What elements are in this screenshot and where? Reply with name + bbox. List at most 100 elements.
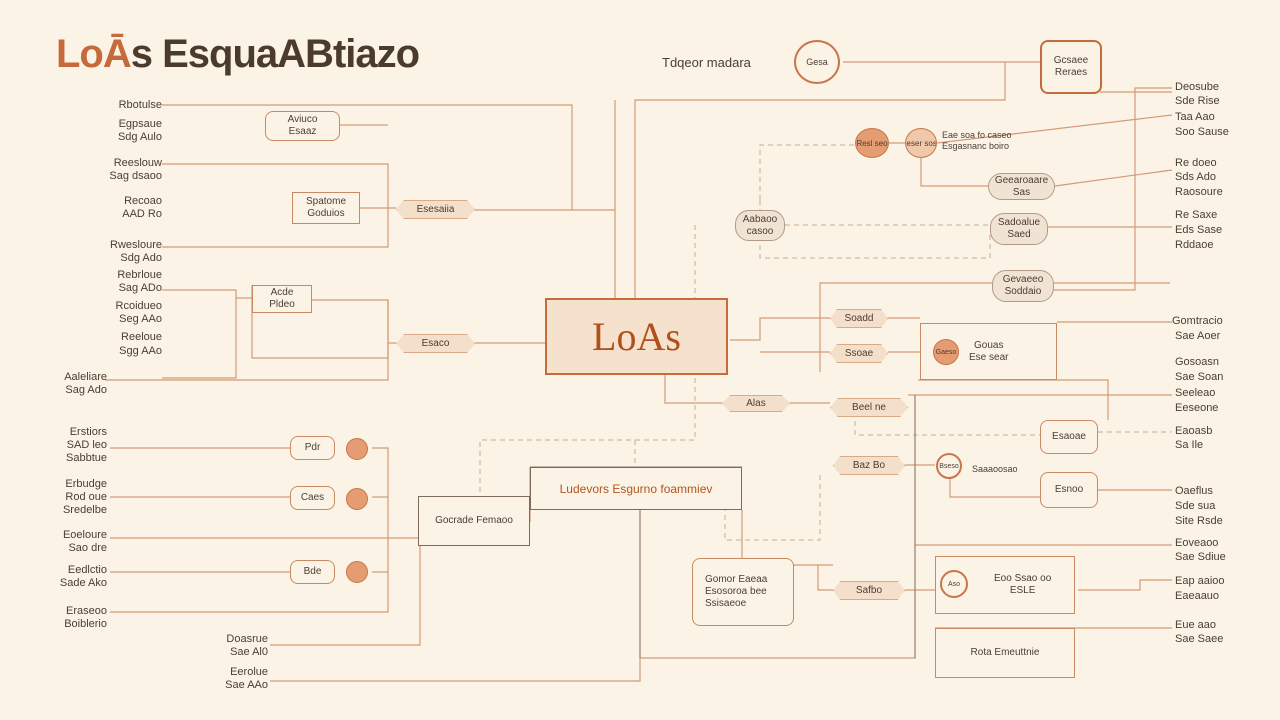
mid-tag-3[interactable]: Beel ne — [830, 398, 908, 417]
left-dot-2 — [346, 488, 368, 510]
right-label: Seeleao — [1175, 387, 1216, 399]
right-box-1[interactable]: Esaoae — [1040, 420, 1098, 454]
right-label: Sds Ado — [1175, 171, 1216, 183]
left-label: Sdg Ado — [120, 252, 162, 264]
title-part-2: s EsquaABtiazo — [130, 32, 420, 76]
right-label: Raosoure — [1175, 186, 1223, 198]
top-circle-a[interactable]: Resl seo — [855, 128, 889, 158]
right-label: Sae Aoer — [1175, 330, 1221, 342]
bottom-text-box[interactable]: Rota Emeuttnie — [935, 628, 1075, 678]
right-label: Soo Sause — [1175, 126, 1229, 138]
right-pill-3[interactable]: Gevaeeo Soddaio — [992, 270, 1054, 302]
left-label: Erbudge — [65, 478, 107, 490]
mid-tag-1[interactable]: Soadd — [830, 309, 888, 328]
left-label: Rebrloue — [117, 269, 162, 281]
left-label: Seg AAo — [119, 313, 162, 325]
right-label: Gomtracio — [1172, 315, 1223, 327]
left-label: Rod oue — [65, 491, 107, 503]
left-tag-1[interactable]: Esesaiia — [396, 200, 475, 219]
bottom-text: Rota Emeuttnie — [970, 647, 1040, 658]
right-label: Eds Sase — [1175, 224, 1223, 236]
left-label: Aaleliare — [64, 371, 107, 383]
right-label: Rddaoe — [1175, 239, 1214, 251]
central-node[interactable]: LoAs — [545, 298, 728, 375]
right-label: Eoveaoo — [1175, 537, 1219, 549]
right-label: Taa Aao — [1175, 111, 1215, 123]
right-label: Eap aaioo — [1175, 575, 1225, 587]
left-box-1[interactable]: Aviuco Esaaz — [265, 111, 340, 141]
top-right-box[interactable]: Gcsaee Reraes — [1040, 40, 1102, 94]
right-label: Re doeo — [1175, 157, 1217, 169]
diagram-subtitle: Tdqeor madara — [662, 55, 751, 70]
mid-left-pill[interactable]: Aabaoo casoo — [735, 210, 785, 241]
left-tag-2[interactable]: Esaco — [396, 334, 475, 353]
right-label: Eeseone — [1175, 402, 1219, 414]
right-label: Eaeaauo — [1175, 590, 1220, 602]
left-label: Sao dre — [68, 542, 107, 554]
left-label: Eedlctio — [67, 564, 107, 576]
mid-tag-5[interactable]: Safbo — [833, 581, 905, 600]
left-label: Recoao — [124, 195, 162, 207]
left-label: Sabbtue — [66, 452, 107, 464]
left-label: Sag dsaoo — [109, 170, 162, 182]
left-dot-1 — [346, 438, 368, 460]
left-box-2[interactable]: Spatome Goduios — [292, 192, 360, 224]
left-pill-2[interactable]: Caes — [290, 486, 335, 510]
right-label: Oaeflus — [1175, 485, 1213, 497]
right-label: Sa Ile — [1175, 439, 1204, 451]
right-label: Deosube — [1175, 81, 1220, 93]
left-label: Doasrue — [226, 633, 268, 645]
left-box-3[interactable]: Acde Pldeo — [252, 285, 312, 313]
left-label: Egpsaue — [118, 118, 162, 130]
mid-tag-4[interactable]: Baz Bo — [833, 456, 905, 475]
right-label: Eaoasb — [1175, 425, 1213, 437]
left-dot-3 — [346, 561, 368, 583]
bottom-box-text: Eoo Ssao oo ESLE — [994, 573, 1052, 596]
left-label: Boiblerio — [64, 618, 107, 630]
left-label: Eerolue — [230, 666, 268, 678]
right-label: Eue aao — [1175, 619, 1216, 631]
top-circle-text: Eae soa fo caseo Esgasnanc boiro — [942, 130, 1012, 151]
right-label: Sae Soan — [1175, 371, 1224, 383]
right-label: Site Rsde — [1175, 515, 1223, 527]
right-label: Re Saxe — [1175, 209, 1218, 221]
right-pill-2[interactable]: Sadoalue Saed — [990, 213, 1048, 245]
left-label: Rbotulse — [118, 99, 162, 111]
right-box-2[interactable]: Esnoo — [1040, 472, 1098, 508]
slide-circle[interactable]: Bseso — [936, 453, 962, 479]
right-label: Sde sua — [1175, 500, 1216, 512]
left-box-4[interactable]: Gocrade Femaoo — [418, 496, 530, 546]
left-label: Sag Ado — [65, 384, 107, 396]
left-label: Sag ADo — [118, 282, 162, 294]
mid-box-circle: Gaeso — [933, 339, 959, 365]
speech-box[interactable]: Gomor Eaeaa Esosoroa bee Ssisaeoe — [692, 558, 794, 626]
title-part-1: LoĀ — [56, 32, 132, 76]
left-label: AAD Ro — [122, 208, 162, 220]
left-label: Eraseoo — [66, 605, 107, 617]
left-label: SAD leo — [66, 439, 107, 451]
left-label: Sdg Aulo — [117, 131, 162, 143]
mid-tag-center[interactable]: Alas — [722, 395, 790, 412]
left-label: Sredelbe — [62, 504, 107, 516]
left-pill-3[interactable]: Bde — [290, 560, 335, 584]
left-label: Rwesloure — [110, 239, 162, 251]
left-label: Sae AAo — [225, 679, 268, 691]
left-label: Sgg AAo — [119, 345, 162, 357]
left-label: Erstiors — [69, 426, 107, 438]
right-label: Sde Rise — [1175, 95, 1220, 107]
mid-tag-2[interactable]: Ssoae — [830, 344, 888, 363]
subtitle-circle: Gesa — [794, 40, 840, 84]
left-pill-1[interactable]: Pdr — [290, 436, 335, 460]
top-circle-b[interactable]: Reser sosb — [905, 128, 937, 158]
left-label: Eoeloure — [62, 529, 107, 541]
central-node-label: LoAs — [592, 313, 681, 359]
right-label: Sae Sdiue — [1175, 551, 1226, 563]
right-pill-1[interactable]: Geearoaare Sas — [988, 173, 1055, 200]
callout-box[interactable]: Ludevors Esgurno foammiev — [530, 467, 742, 510]
page-title: LoĀs EsquaABtiazo — [56, 30, 420, 78]
left-label: Sae Al0 — [230, 646, 268, 658]
right-label: Gosoasn — [1175, 356, 1220, 368]
mid-box-text: Gouas Ese sear — [969, 339, 1009, 363]
bottom-box-circle: Aso — [940, 570, 968, 598]
right-label: Sae Saee — [1175, 633, 1224, 645]
